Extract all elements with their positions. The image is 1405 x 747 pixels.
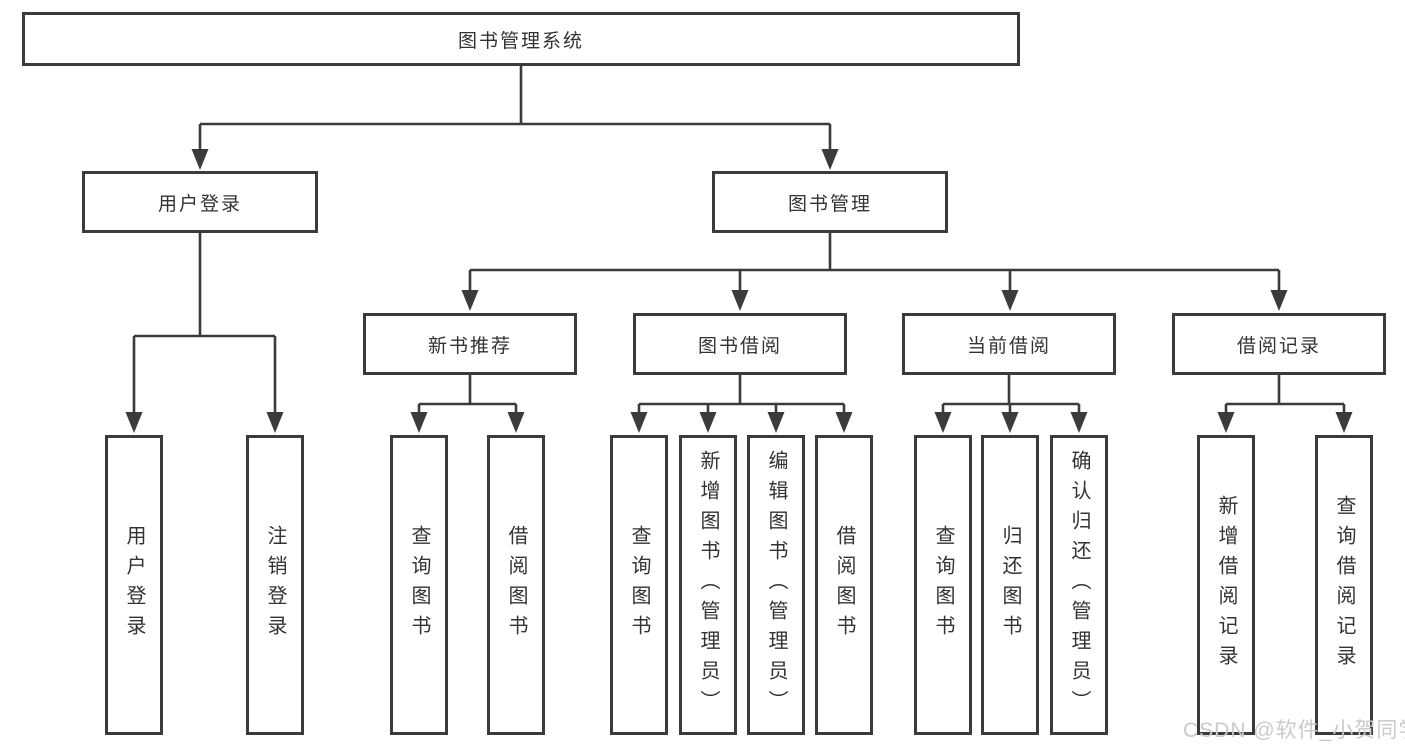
node-book-borrowing: 图书借阅 [633, 313, 847, 375]
leaf-query-books-recommend-label: 查询图书 [408, 525, 430, 645]
connector-book-borrowing-to-leaves [630, 375, 853, 433]
leaf-query-books-recommend: 查询图书 [390, 435, 448, 735]
leaf-add-books-admin-label: 新增图书（管理员） [697, 450, 719, 720]
leaf-query-borrow-record: 查询借阅记录 [1315, 435, 1373, 735]
node-new-book-recommend-label: 新书推荐 [427, 335, 512, 357]
leaf-edit-books-admin: 编辑图书（管理员） [747, 435, 805, 735]
leaf-add-books-admin: 新增图书（管理员） [679, 435, 737, 735]
leaf-add-borrow-record-label: 新增借阅记录 [1215, 495, 1237, 675]
node-borrowing-records-label: 借阅记录 [1236, 335, 1321, 357]
node-current-borrowing-label: 当前借阅 [966, 335, 1051, 357]
node-borrowing-records: 借阅记录 [1172, 313, 1386, 375]
connector-current-borrowing-to-leaves [934, 375, 1088, 433]
connector-borrowing-records-to-leaves [1217, 375, 1353, 433]
node-user-login-label: 用户登录 [157, 193, 242, 215]
node-new-book-recommend: 新书推荐 [363, 313, 577, 375]
leaf-confirm-return-admin: 确认归还（管理员） [1050, 435, 1108, 735]
leaf-query-books-borrowing-label: 查询图书 [628, 525, 650, 645]
csdn-watermark: CSDN @软件_小贺同学 [1183, 719, 1405, 742]
root-node-label: 图书管理系统 [457, 30, 584, 52]
leaf-add-borrow-record: 新增借阅记录 [1197, 435, 1255, 735]
leaf-borrow-books-recommend: 借阅图书 [487, 435, 545, 735]
leaf-query-borrow-record-label: 查询借阅记录 [1333, 495, 1355, 675]
leaf-borrow-books-borrowing-label: 借阅图书 [833, 525, 855, 645]
node-current-borrowing: 当前借阅 [902, 313, 1116, 375]
leaf-query-books-borrowing: 查询图书 [610, 435, 668, 735]
node-book-borrowing-label: 图书借阅 [697, 335, 782, 357]
node-book-management: 图书管理 [712, 171, 948, 233]
leaf-logout-login: 注销登录 [246, 435, 304, 735]
connector-book-management-to-level3 [461, 233, 1288, 311]
leaf-query-books-current-label: 查询图书 [932, 525, 954, 645]
leaf-borrow-books-recommend-label: 借阅图书 [505, 525, 527, 645]
leaf-borrow-books-borrowing: 借阅图书 [815, 435, 873, 735]
leaf-logout-login-label: 注销登录 [264, 525, 286, 645]
leaf-confirm-return-admin-label: 确认归还（管理员） [1068, 450, 1090, 720]
leaf-return-books: 归还图书 [981, 435, 1039, 735]
root-node-library-system: 图书管理系统 [22, 12, 1020, 66]
connector-root-to-level2 [191, 66, 839, 170]
connector-user-login-to-leaves [125, 233, 284, 433]
node-book-management-label: 图书管理 [787, 193, 872, 215]
leaf-user-login-label: 用户登录 [123, 525, 145, 645]
leaf-return-books-label: 归还图书 [999, 525, 1021, 645]
node-user-login: 用户登录 [82, 171, 318, 233]
leaf-query-books-current: 查询图书 [914, 435, 972, 735]
leaf-user-login: 用户登录 [105, 435, 163, 735]
connector-new-book-recommend-to-leaves [410, 375, 525, 433]
leaf-edit-books-admin-label: 编辑图书（管理员） [765, 450, 787, 720]
